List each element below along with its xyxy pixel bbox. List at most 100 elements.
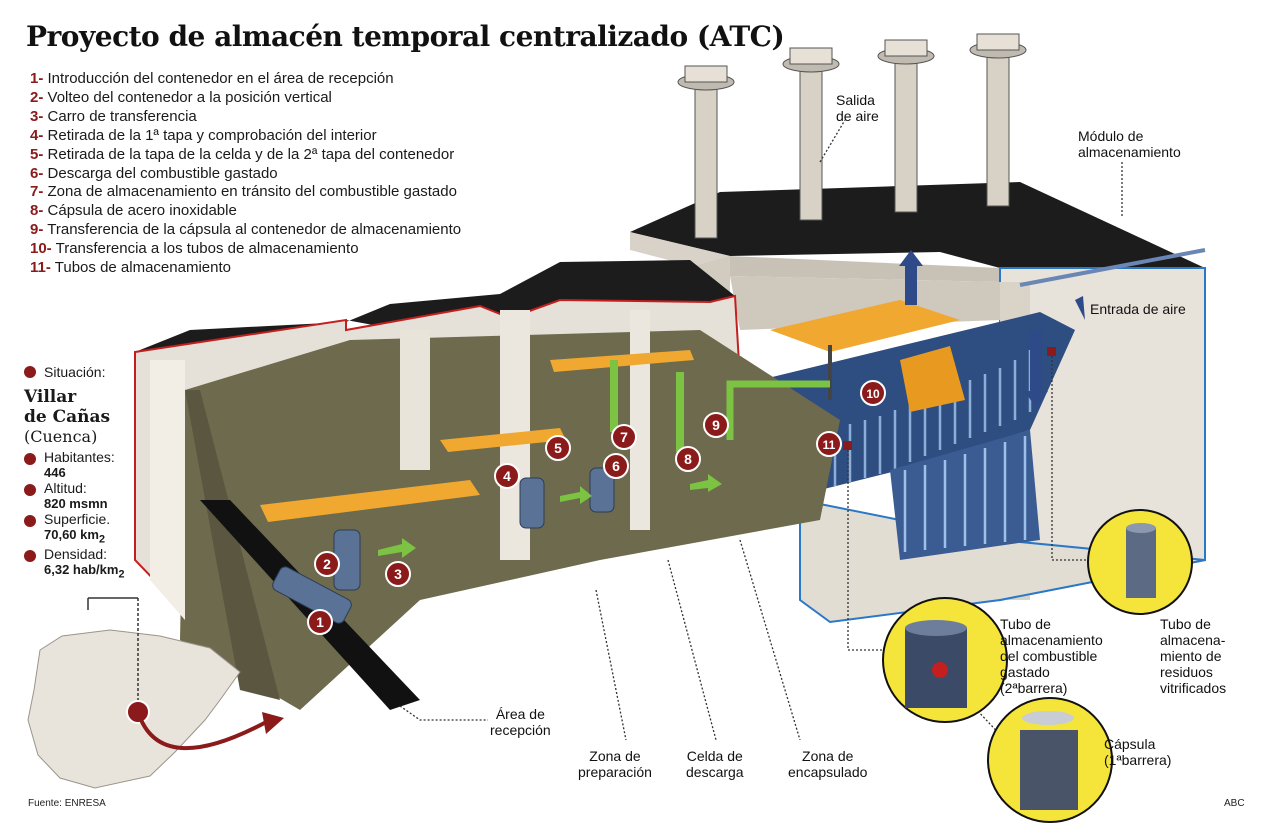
marker-number: 1 bbox=[316, 614, 324, 630]
marker-number: 4 bbox=[503, 468, 511, 484]
superficie-value: 70,60 km bbox=[44, 527, 99, 542]
location-info: Situación: Villar de Cañas (Cuenca) Habi… bbox=[24, 362, 124, 580]
bullet-icon bbox=[24, 366, 36, 378]
marker-number: 8 bbox=[684, 451, 692, 467]
label-line: vitrificados bbox=[1160, 680, 1227, 696]
legend-text: Cápsula de acero inoxidable bbox=[47, 202, 237, 220]
legend-item: 4- Retirada de la 1ª tapa y comprobación… bbox=[30, 127, 461, 146]
marker-circle bbox=[494, 463, 520, 489]
legend-number: 4- bbox=[30, 126, 44, 144]
marker-circle bbox=[611, 424, 637, 450]
superficie-value-row: 70,60 km2 bbox=[44, 527, 124, 546]
marker-number: 9 bbox=[712, 417, 720, 433]
legend-number: 7- bbox=[30, 183, 44, 201]
superficie-item: Superficie. bbox=[24, 511, 124, 527]
step-marker-8: 8 bbox=[675, 446, 701, 472]
marker-number: 11 bbox=[823, 438, 836, 452]
bullet-icon bbox=[24, 453, 36, 465]
label-line: Tubo de bbox=[1000, 616, 1051, 632]
situacion-item: Situación: bbox=[24, 362, 124, 381]
legend-number: 5- bbox=[30, 145, 44, 163]
storage-module-roof bbox=[630, 182, 1205, 268]
altitud-value: 820 msmn bbox=[44, 496, 108, 511]
step-marker-3: 3 bbox=[385, 561, 411, 587]
densidad-unit: 2 bbox=[118, 568, 125, 581]
densidad-item: Densidad: bbox=[24, 546, 124, 562]
label-line: almacenamiento bbox=[1078, 144, 1181, 160]
storage-crane bbox=[770, 300, 960, 352]
place-name-line1: Villar bbox=[24, 387, 77, 407]
marker-circle bbox=[860, 380, 886, 406]
label-line: gastado bbox=[1000, 664, 1050, 680]
bullet-icon bbox=[24, 549, 36, 562]
label-line: Celda de bbox=[686, 748, 743, 764]
step-marker-4: 4 bbox=[494, 463, 520, 489]
label-line: almacena- bbox=[1160, 632, 1226, 648]
legend-text: Introducción del contenedor en el área d… bbox=[47, 70, 394, 87]
label-line: de aire bbox=[836, 108, 879, 124]
legend-text: Carro de transferencia bbox=[47, 107, 197, 125]
spain-location-map bbox=[27, 597, 284, 789]
province-name: (Cuenca) bbox=[24, 427, 98, 446]
densidad-value: 6,32 hab/km bbox=[44, 561, 119, 577]
marker-circle bbox=[703, 412, 729, 438]
label-salida-aire: Salida de aire bbox=[836, 92, 879, 124]
air-outlet-chimneys bbox=[677, 33, 1027, 239]
legend-text: Transferencia a los tubos de almacenamie… bbox=[55, 240, 359, 258]
step-marker-7: 7 bbox=[611, 424, 637, 450]
step-marker-10: 10 bbox=[860, 380, 886, 406]
densidad-value-row: 6,32 hab/km2 bbox=[44, 562, 124, 581]
marker-circle bbox=[385, 561, 411, 587]
label-line: encapsulado bbox=[788, 764, 868, 780]
label-line: almacenamiento bbox=[1000, 632, 1103, 648]
marker-circle bbox=[675, 446, 701, 472]
zoom-vitrified-waste-tube bbox=[1087, 509, 1193, 615]
label-line: Tubo de bbox=[1160, 616, 1211, 632]
zoom-spent-fuel-tube bbox=[882, 597, 1008, 723]
legend-item: 11- Tubos de almacenamiento bbox=[30, 259, 461, 278]
marker-circle bbox=[307, 609, 333, 635]
transfer-arrows bbox=[378, 360, 722, 558]
step-marker-2: 2 bbox=[314, 551, 340, 577]
zoom-capsule bbox=[987, 697, 1113, 823]
legend-item: 5- Retirada de la tapa de la celda y de … bbox=[30, 146, 461, 165]
legend-list: 1- Introducción del contenedor en el áre… bbox=[30, 70, 461, 278]
marker-number: 6 bbox=[612, 458, 620, 474]
legend-number: 10- bbox=[30, 240, 52, 258]
label-tubo-residuos: Tubo de almacena- miento de residuos vit… bbox=[1160, 616, 1226, 696]
label-line: Módulo de bbox=[1078, 128, 1144, 144]
label-zona-preparacion: Zona de preparación bbox=[578, 748, 652, 780]
legend-number: 11- bbox=[30, 259, 51, 277]
legend-text: Descarga del combustible gastado bbox=[47, 164, 278, 182]
label-line: recepción bbox=[490, 722, 551, 738]
legend-number: 9- bbox=[30, 221, 44, 239]
step-marker-11: 11 bbox=[816, 431, 842, 457]
legend-item: 1- Introducción del contenedor en el áre… bbox=[30, 70, 461, 89]
legend-number: 3- bbox=[30, 107, 44, 125]
marker-circle bbox=[603, 453, 629, 479]
legend-item: 10- Transferencia a los tubos de almacen… bbox=[30, 240, 461, 259]
marker-circle bbox=[545, 435, 571, 461]
label-line: Zona de bbox=[589, 748, 641, 764]
habitantes-label: Habitantes: bbox=[44, 449, 115, 465]
marker-number: 7 bbox=[620, 429, 628, 445]
marker-number: 2 bbox=[323, 556, 331, 572]
label-line: (1ªbarrera) bbox=[1104, 752, 1172, 768]
marker-number: 3 bbox=[394, 566, 402, 582]
place-block: Villar de Cañas (Cuenca) bbox=[24, 387, 124, 447]
label-line: Salida bbox=[836, 92, 875, 108]
legend-text: Retirada de la tapa de la celda y de la … bbox=[47, 145, 455, 163]
label-zona-encapsulado: Zona de encapsulado bbox=[788, 748, 867, 780]
legend-number: 2- bbox=[30, 88, 44, 106]
marker-number: 5 bbox=[554, 440, 562, 456]
label-tubo-combustible: Tubo de almacenamiento del combustible g… bbox=[1000, 616, 1103, 696]
habitantes-value: 446 bbox=[44, 465, 66, 480]
step-marker-6: 6 bbox=[603, 453, 629, 479]
habitantes-item: Habitantes: bbox=[24, 449, 124, 465]
label-line: Cápsula bbox=[1104, 736, 1156, 752]
legend-item: 7- Zona de almacenamiento en tránsito de… bbox=[30, 183, 461, 202]
label-modulo-almacenamiento: Módulo de almacenamiento bbox=[1078, 128, 1181, 160]
legend-text: Retirada de la 1ª tapa y comprobación de… bbox=[47, 126, 377, 144]
label-capsula: Cápsula (1ªbarrera) bbox=[1104, 736, 1171, 768]
